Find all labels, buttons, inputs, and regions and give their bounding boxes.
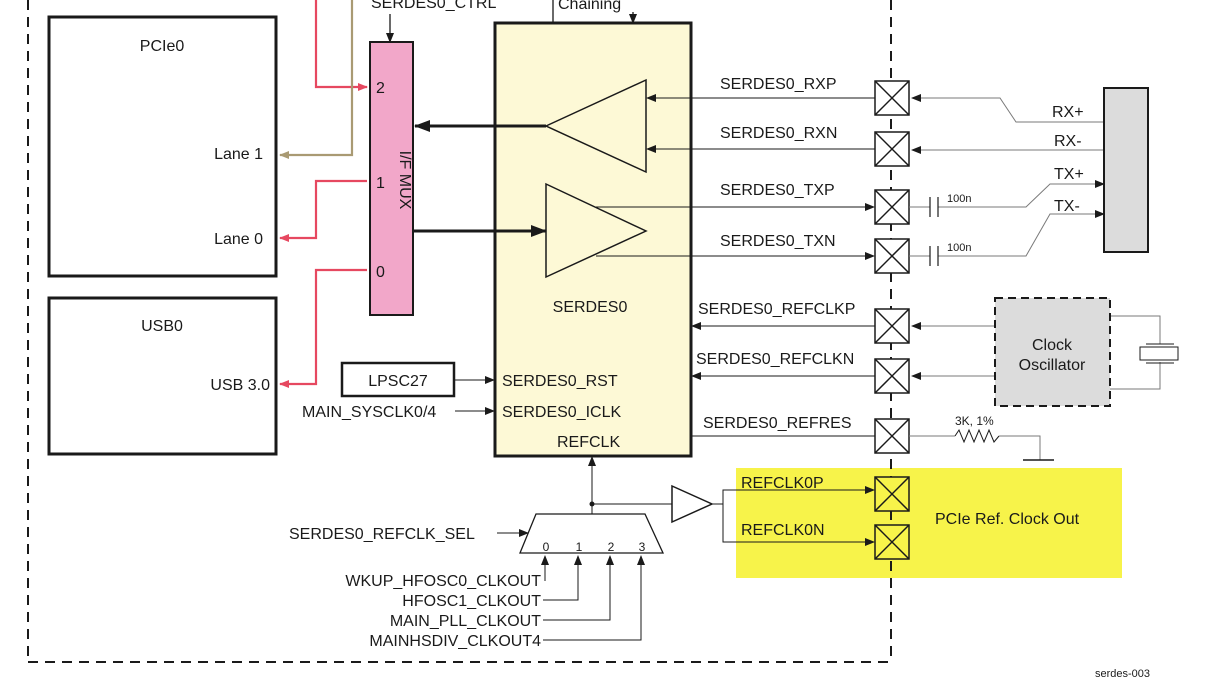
refclk-junction — [589, 501, 595, 507]
mux-input-0: 0 — [376, 264, 385, 281]
pcie0-lane0-label: Lane 0 — [214, 231, 263, 248]
cap-txn-label: 100n — [947, 242, 971, 254]
serdes-ctrl-label: SERDES0_CTRL — [371, 0, 496, 12]
refclk-mux-in0: 0 — [543, 540, 550, 554]
top-control-lines — [386, 0, 637, 43]
usb0-block — [47, 296, 278, 456]
external-connector — [1103, 87, 1149, 253]
usb0-title: USB0 — [141, 318, 183, 335]
serdes0-rst-label: SERDES0_RST — [502, 373, 618, 390]
clk-src-hfosc1: HFOSC1_CLKOUT — [402, 593, 541, 610]
serdes0-title: SERDES0 — [553, 299, 628, 316]
clk-src-mainpll: MAIN_PLL_CLKOUT — [390, 613, 541, 630]
refclk-mux-in3: 3 — [639, 540, 646, 554]
figure-id: serdes-003 — [1095, 668, 1150, 680]
lpsc27-label: LPSC27 — [368, 373, 428, 390]
refclk-buffer — [671, 484, 714, 524]
conn-rxn-label: RX- — [1054, 133, 1082, 150]
pad-txp — [874, 189, 910, 225]
clk-src-wkup: WKUP_HFOSC0_CLKOUT — [345, 573, 541, 590]
sig-refclkn: SERDES0_REFCLKN — [696, 351, 854, 368]
lane1-olive-line — [279, 0, 354, 159]
pad-txn — [874, 238, 910, 274]
pad-refres — [874, 418, 910, 454]
pad-refclkn — [874, 358, 910, 394]
clock-oscillator-block — [994, 297, 1111, 407]
pcie-refclk-region — [736, 468, 1122, 578]
pcie0-block — [47, 15, 278, 278]
pcie0-title: PCIe0 — [140, 38, 185, 55]
if-mux-block — [369, 41, 414, 316]
oscillator-line2: Oscillator — [1019, 357, 1086, 374]
conn-txp-label: TX+ — [1054, 166, 1084, 183]
refclk-mux-in2: 2 — [608, 540, 615, 554]
conn-txn-label: TX- — [1054, 198, 1080, 215]
sysclk-label: MAIN_SYSCLK0/4 — [302, 404, 436, 421]
io-pads — [874, 80, 910, 560]
pad-rxp — [874, 80, 910, 116]
serdes-signal-lines — [596, 94, 875, 437]
crystal-icon — [1139, 343, 1179, 364]
conn-rxp-label: RX+ — [1052, 104, 1084, 121]
sig-txn: SERDES0_TXN — [720, 233, 836, 250]
pcie-refclk-title: PCIe Ref. Clock Out — [935, 511, 1080, 528]
sig-refres: SERDES0_REFRES — [703, 415, 852, 432]
mux-data-paths — [413, 120, 547, 237]
pad-refclk0n — [874, 524, 910, 560]
chaining-label: Chaining — [558, 0, 621, 13]
sig-rxn: SERDES0_RXN — [720, 125, 837, 142]
refclk0p-label: REFCLK0P — [741, 475, 824, 492]
cap-txn — [929, 246, 939, 266]
pad-rxn — [874, 131, 910, 167]
resistor-label: 3K, 1% — [955, 414, 994, 428]
clk-source-lines — [541, 555, 645, 641]
serdes0-refclk-label: REFCLK — [557, 434, 620, 451]
sig-txp: SERDES0_TXP — [720, 182, 835, 199]
rx-amplifier — [544, 78, 647, 174]
pad-refclk0p — [874, 476, 910, 512]
refclk-mux-in1: 1 — [576, 540, 583, 554]
resistor-symbol — [954, 428, 1000, 444]
cap-txp — [929, 197, 939, 217]
mux-input-1: 1 — [376, 175, 385, 192]
mux-input-2: 2 — [376, 80, 385, 97]
refclk-sel-label: SERDES0_REFCLK_SEL — [289, 526, 475, 543]
oscillator-line1: Clock — [1032, 337, 1073, 354]
cap-txp-label: 100n — [947, 193, 971, 205]
pink-mux-lines — [279, 0, 368, 388]
refclk-sel-mux — [519, 513, 665, 554]
clk-src-hsdiv: MAINHSDIV_CLKOUT4 — [369, 633, 541, 650]
external-lines — [909, 94, 1161, 460]
pcie0-lane1-label: Lane 1 — [214, 146, 263, 163]
usb0-usb3-label: USB 3.0 — [210, 377, 270, 394]
refclk0n-label: REFCLK0N — [741, 522, 825, 539]
sig-refclkp: SERDES0_REFCLKP — [698, 301, 855, 318]
lpsc27-block — [340, 361, 456, 398]
mux-label: I/F MUX — [396, 151, 413, 210]
pad-refclkp — [874, 308, 910, 344]
serdes0-iclk-label: SERDES0_ICLK — [502, 404, 621, 421]
sig-rxp: SERDES0_RXP — [720, 76, 837, 93]
